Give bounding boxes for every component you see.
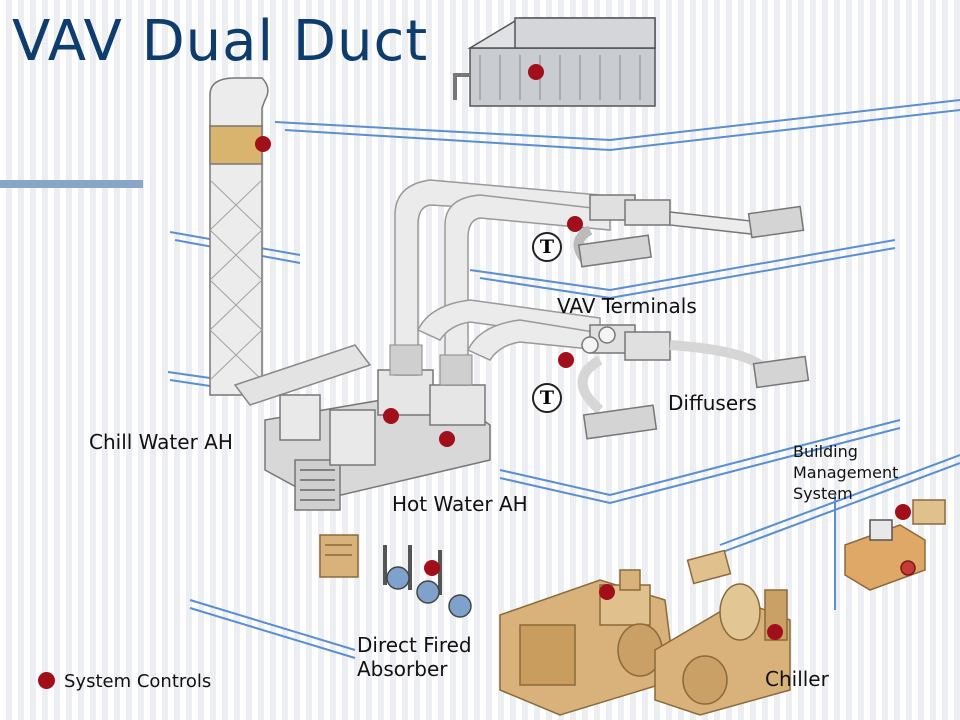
duct-collars — [389, 344, 473, 386]
label-bms-line1: Building — [793, 442, 858, 461]
vav-terminals-upper — [573, 194, 805, 268]
thermostat-icon: T — [532, 383, 562, 413]
accent-bar — [0, 180, 143, 188]
label-absorber: Direct Fired Absorber — [357, 633, 472, 681]
label-hot-water-ah: Hot Water AH — [392, 492, 528, 516]
floor-line-1-right — [719, 454, 960, 546]
supply-ducts — [394, 179, 611, 386]
page-title: VAV Dual Duct — [12, 9, 429, 74]
label-vav-terminals: VAV Terminals — [557, 294, 697, 318]
diffuser — [577, 234, 653, 268]
boiler-icon — [319, 534, 359, 578]
floor-line-roof — [274, 99, 960, 142]
control-panel — [686, 549, 732, 585]
pump-icon — [383, 545, 472, 618]
label-absorber-line1: Direct Fired — [357, 633, 472, 657]
control-marker-hot-water-ah — [439, 431, 455, 447]
diffuser — [747, 205, 805, 239]
floor-line-3-right — [469, 239, 896, 292]
legend-marker — [38, 672, 55, 689]
vav-terminals-lower — [577, 324, 810, 440]
control-marker-cooling-tower — [528, 64, 544, 80]
thermostat-icon: T — [532, 232, 562, 262]
label-bms-line2: Management — [793, 463, 899, 482]
control-marker-vav-upper — [567, 216, 583, 232]
floor-line-2 — [499, 419, 901, 497]
diffuser — [582, 404, 658, 440]
control-marker-chiller — [767, 624, 783, 640]
cooling-tower-icon — [453, 17, 656, 107]
label-chiller: Chiller — [765, 667, 829, 691]
floor-lines — [167, 99, 960, 659]
control-marker-pumps — [424, 560, 440, 576]
exhaust-duct — [233, 344, 372, 406]
diffuser — [752, 355, 810, 389]
control-marker-chill-water-ah — [383, 408, 399, 424]
control-marker-absorber — [599, 584, 615, 600]
air-handler-units — [264, 369, 491, 511]
label-chill-water-ah: Chill Water AH — [89, 430, 233, 454]
absorber-unit — [499, 569, 676, 716]
control-marker-bms — [895, 504, 911, 520]
label-diffusers: Diffusers — [668, 391, 757, 415]
computer-workstation-icon — [844, 499, 946, 591]
label-absorber-line2: Absorber — [357, 657, 448, 681]
exhaust-stack-icon — [209, 77, 269, 396]
label-bms: Building Management System — [793, 441, 933, 504]
legend-label: System Controls — [64, 671, 212, 692]
control-marker-vav-lower — [558, 352, 574, 368]
floor-line-1-left — [189, 599, 356, 651]
chiller-unit — [654, 583, 791, 716]
control-marker-exhaust — [255, 136, 271, 152]
label-bms-line3: System — [793, 484, 853, 503]
